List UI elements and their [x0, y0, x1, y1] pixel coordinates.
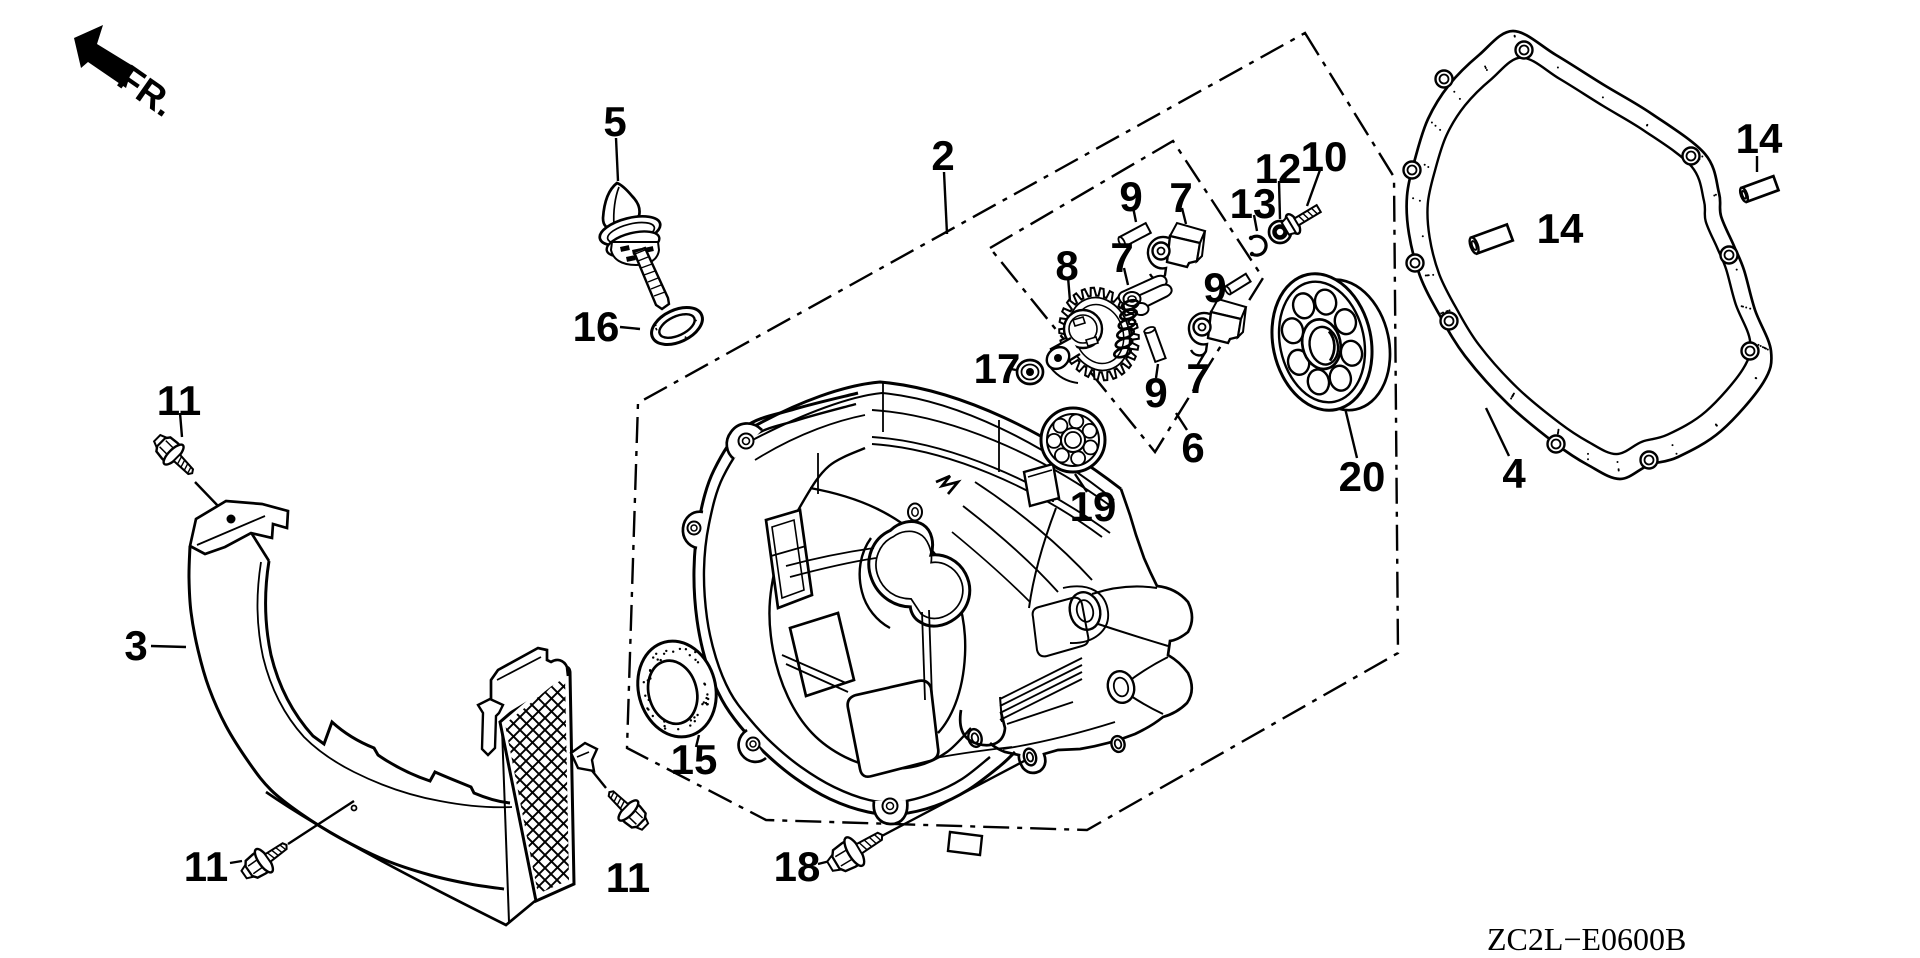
svg-text:9: 9 [1203, 264, 1226, 311]
svg-text:9: 9 [1119, 173, 1142, 220]
svg-text:13: 13 [1230, 180, 1277, 227]
svg-text:3: 3 [124, 622, 147, 669]
svg-text:20: 20 [1339, 453, 1386, 500]
svg-text:11: 11 [606, 854, 650, 901]
svg-text:15: 15 [671, 736, 718, 783]
svg-text:19: 19 [1070, 483, 1117, 530]
svg-text:11: 11 [184, 843, 228, 890]
svg-text:ZC2L−E0600B: ZC2L−E0600B [1487, 921, 1686, 957]
svg-text:7: 7 [1169, 174, 1192, 221]
svg-text:12: 12 [1255, 145, 1302, 192]
svg-text:16: 16 [573, 303, 620, 350]
svg-text:10: 10 [1301, 133, 1348, 180]
svg-text:14: 14 [1736, 115, 1783, 162]
svg-text:11: 11 [157, 377, 201, 424]
svg-text:6: 6 [1181, 424, 1204, 471]
svg-text:18: 18 [774, 843, 821, 890]
svg-text:8: 8 [1055, 242, 1078, 289]
svg-text:4: 4 [1502, 450, 1526, 497]
svg-text:7: 7 [1110, 234, 1133, 281]
svg-text:14: 14 [1537, 205, 1584, 252]
svg-text:17: 17 [974, 345, 1021, 392]
svg-text:2: 2 [931, 132, 954, 179]
svg-text:9: 9 [1144, 369, 1167, 416]
svg-text:5: 5 [603, 98, 626, 145]
svg-text:7: 7 [1186, 355, 1209, 402]
